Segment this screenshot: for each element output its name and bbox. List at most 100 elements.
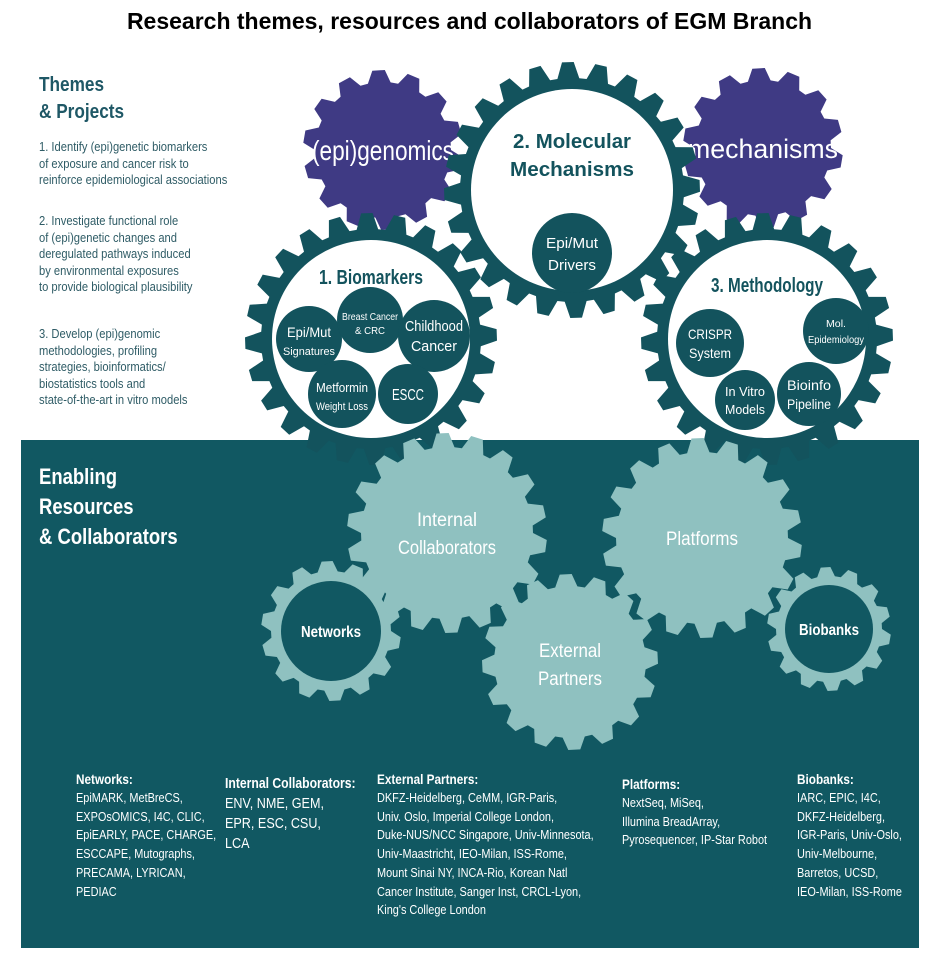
molecular-title-line1: 2. Molecular: [513, 131, 631, 153]
column-line: NextSeq, MiSeq,: [622, 795, 704, 810]
column-line: ESCCAPE, Mutographs,: [76, 846, 195, 862]
epigenomics-label: (epi)genomics: [312, 135, 454, 166]
resources-heading: Enabling Resources & Collaborators: [39, 462, 207, 552]
theme-line: deregulated pathways induced: [39, 246, 191, 261]
biobanks-label: Biobanks: [799, 622, 859, 639]
theme-line: 2. Investigate functional role: [39, 213, 179, 228]
external-partners-gear: External Partners: [482, 574, 658, 750]
column-line: King's College London: [377, 902, 486, 918]
methodology-label: System: [689, 345, 731, 361]
theme-line: methodologies, profiling: [39, 342, 158, 358]
theme-line: strategies, bioinformatics/: [39, 359, 166, 374]
column-line: DKFZ-Heidelberg, CeMM, IGR-Paris,: [377, 790, 558, 805]
epi-mut-drivers-circle: [532, 213, 612, 293]
column-line: Illumina BreadArray,: [622, 813, 721, 829]
methodology-label: CRISPR: [688, 326, 732, 342]
column-line: EXPOsOMICS, I4C, CLIC,: [76, 808, 205, 824]
column-line: Mount Sinai NY, INCA-Rio, Korean Natl: [377, 864, 568, 880]
column-line: EpiMARK, MetBreCS,: [76, 790, 183, 805]
drivers-line: Epi/Mut: [546, 235, 599, 252]
methodology-circle: [715, 370, 775, 430]
theme-line: by environmental exposures: [39, 262, 179, 278]
epigenomics-gear: (epi)genomics: [303, 70, 463, 230]
external-partners-column: External Partners: DKFZ-Heidelberg, CeMM…: [377, 769, 594, 920]
theme-item-1: 1. Identify (epi)genetic biomarkers of e…: [39, 139, 263, 189]
themes-heading-line: Themes: [39, 74, 105, 96]
column-line: Cancer Institute, Sanger Inst, CRCL-Lyon…: [377, 883, 582, 899]
external-label-line: External: [539, 641, 601, 662]
column-title: Internal Collaborators:: [225, 776, 356, 792]
resources-heading-line: & Collaborators: [39, 524, 178, 549]
page-title: Research themes, resources and collabora…: [126, 8, 813, 34]
methodology-circle: [676, 309, 744, 377]
methodology-label: Mol.: [826, 319, 846, 330]
mechanisms-gear: mechanisms: [683, 68, 843, 228]
biomarker-label: & CRC: [355, 326, 385, 337]
column-line: ENV, NME, GEM,: [225, 795, 324, 812]
methodology-label: In Vitro: [725, 384, 765, 399]
theme-line: of (epi)genetic changes and: [39, 229, 177, 245]
networks-gear: Networks: [261, 561, 401, 701]
column-line: PRECAMA, LYRICAN,: [76, 864, 186, 880]
methodology-label: Pipeline: [787, 396, 831, 412]
biomarker-circle: [308, 360, 376, 428]
methodology-circle: [777, 362, 841, 426]
biomarker-label: Childhood: [405, 318, 463, 335]
networks-column: Networks: EpiMARK, MetBreCS, EXPOsOMICS,…: [76, 769, 216, 901]
column-line: Barretos, UCSD,: [797, 864, 879, 880]
theme-line: 1. Identify (epi)genetic biomarkers: [39, 139, 208, 154]
theme-line: 3. Develop (epi)genomic: [39, 326, 161, 341]
biomarker-label: Breast Cancer: [342, 312, 399, 323]
theme-item-2: 2. Investigate functional role of (epi)g…: [39, 213, 263, 296]
column-line: IGR-Paris, Univ-Oslo,: [797, 827, 902, 843]
column-line: Pyrosequencer, IP-Star Robot: [622, 832, 768, 848]
column-line: Univ-Melbourne,: [797, 846, 878, 862]
biomarker-label: Weight Loss: [316, 401, 368, 413]
methodology-label: Models: [725, 402, 765, 417]
biomarker-label: Signatures: [283, 346, 335, 358]
platforms-column: Platforms: NextSeq, MiSeq, Illumina Brea…: [622, 774, 767, 850]
column-title: Platforms:: [622, 776, 681, 792]
column-line: DKFZ-Heidelberg,: [797, 808, 886, 824]
biobanks-column: Biobanks: IARC, EPIC, I4C, DKFZ-Heidelbe…: [797, 769, 902, 901]
biomarker-circle: [398, 300, 470, 372]
biomarkers-title: 1. Biomarkers: [319, 267, 423, 289]
themes-heading: Themes & Projects: [39, 72, 168, 126]
resources-heading-line: Enabling: [39, 464, 118, 489]
theme-line: to provide biological plausibility: [39, 279, 193, 294]
theme-item-3: 3. Develop (epi)genomic methodologies, p…: [39, 326, 263, 409]
resources-heading-line: Resources: [39, 494, 134, 519]
column-line: EpiEARLY, PACE, CHARGE,: [76, 827, 217, 843]
theme-line: of exposure and cancer risk to: [39, 155, 189, 171]
column-line: Duke-NUS/NCC Singapore, Univ-Minnesota,: [377, 827, 594, 843]
molecular-mechanisms-gear: 2. Molecular Mechanisms Epi/Mut Drivers: [444, 62, 700, 318]
column-line: Univ-Maastricht, IEO-Milan, ISS-Rome,: [377, 846, 567, 862]
theme-line: reinforce epidemiological associations: [39, 172, 228, 187]
methodology-label: Epidemiology: [808, 335, 864, 346]
column-line: Univ. Oslo, Imperial College London,: [377, 808, 555, 824]
biomarker-label: Metformin: [316, 380, 368, 395]
column-line: IEO-Milan, ISS-Rome: [797, 883, 902, 899]
column-title: External Partners:: [377, 771, 479, 787]
biomarker-circle: [378, 364, 438, 424]
biomarker-circle: [337, 287, 403, 353]
biomarkers-gear: 1. Biomarkers Epi/Mut Signatures Breast …: [245, 213, 497, 465]
methodology-circle: [803, 298, 869, 364]
drivers-line: Drivers: [548, 257, 596, 274]
networks-label: Networks: [301, 624, 361, 641]
column-title: Biobanks:: [797, 771, 854, 787]
biobanks-gear: Biobanks: [767, 567, 891, 691]
theme-line: biostatistics tools and: [39, 375, 146, 391]
biomarker-label: Cancer: [411, 338, 457, 355]
biomarker-circle: [276, 306, 342, 372]
platforms-gear: Platforms: [602, 438, 802, 638]
methodology-gear: 3. Methodology CRISPR System Mol. Epidem…: [641, 213, 893, 465]
column-line: PEDIAC: [76, 883, 117, 899]
methodology-title: 3. Methodology: [711, 275, 824, 297]
themes-heading-line: & Projects: [39, 101, 125, 123]
biomarker-label: Epi/Mut: [287, 324, 331, 340]
mechanisms-label: mechanisms: [688, 134, 838, 164]
column-line: EPR, ESC, CSU,: [225, 815, 321, 832]
theme-line: state-of-the-art in vitro models: [39, 392, 188, 407]
